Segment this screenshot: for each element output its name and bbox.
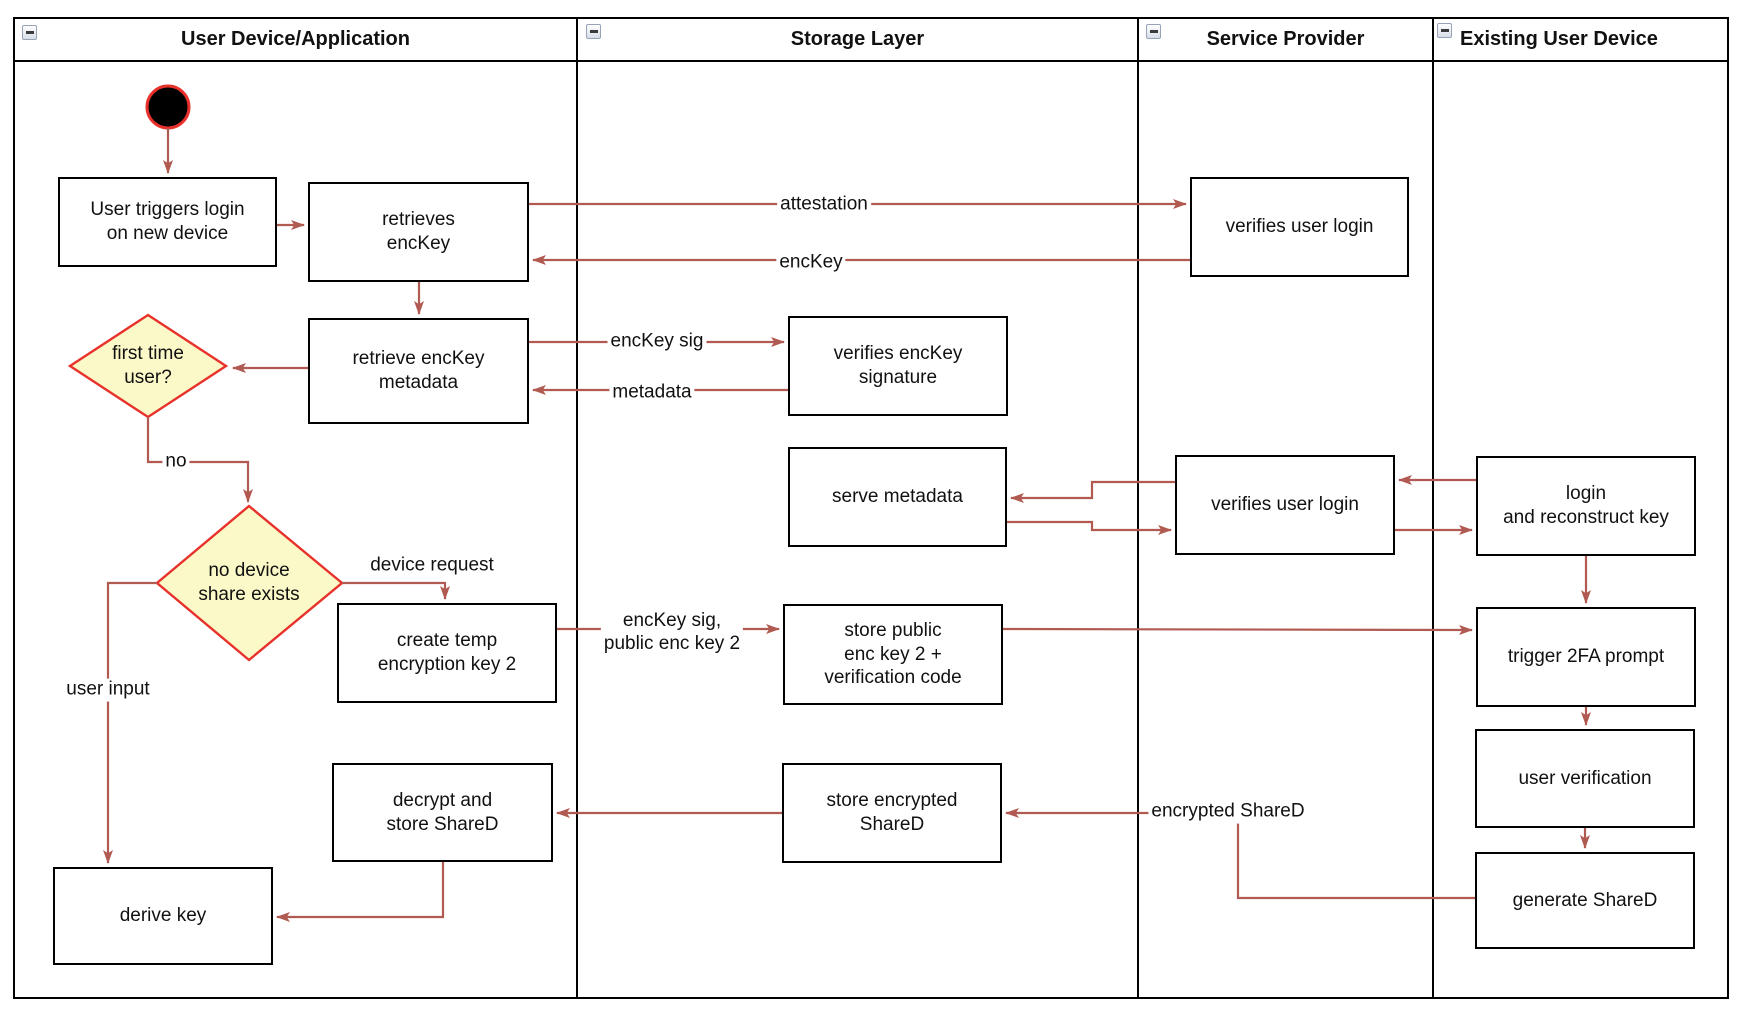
edge-serve-to-verifies — [1007, 520, 1172, 535]
collapse-icon[interactable] — [1146, 24, 1161, 39]
edge-label-enckey[interactable]: encKey — [776, 251, 846, 275]
node-verifies-user-login-top[interactable]: verifies user login — [1190, 177, 1409, 277]
pool-frame — [13, 17, 1729, 999]
node-user-verification[interactable]: user verification — [1475, 729, 1695, 828]
edge-label-metadata[interactable]: metadata — [609, 381, 695, 405]
node-trigger-2fa[interactable]: trigger 2FA prompt — [1476, 607, 1696, 707]
edge-user-input — [103, 581, 157, 864]
node-login-and-reconstruct[interactable]: login and reconstruct key — [1476, 456, 1696, 556]
node-generate-shared[interactable]: generate ShareD — [1475, 852, 1695, 949]
node-create-temp-key[interactable]: create temp encryption key 2 — [337, 603, 557, 703]
node-user-triggers-login[interactable]: User triggers login on new device — [58, 177, 277, 267]
edge-label-enckey-sig-public[interactable]: encKey sig, public enc key 2 — [600, 610, 744, 656]
no-device-share-diamond[interactable] — [155, 504, 344, 662]
node-store-encrypted-shared[interactable]: store encrypted ShareD — [782, 763, 1002, 863]
swimlane-header-existing-device[interactable]: Existing User Device — [1460, 28, 1658, 50]
node-decrypt-store-shared[interactable]: decrypt and store ShareD — [332, 763, 553, 862]
node-serve-metadata[interactable]: serve metadata — [788, 447, 1007, 547]
node-retrieve-enckey-metadata[interactable]: retrieve encKey metadata — [308, 318, 529, 424]
edge-verifies-to-serve — [1010, 480, 1175, 503]
collapse-icon[interactable] — [586, 24, 601, 39]
collapse-icon[interactable] — [22, 25, 37, 40]
edge-encrypted-shared — [1005, 808, 1475, 900]
edge-device-request — [342, 581, 450, 600]
swimlane-header-service-provider[interactable]: Service Provider — [1206, 28, 1365, 50]
node-verifies-user-login-mid[interactable]: verifies user login — [1175, 455, 1395, 555]
edge-label-no[interactable]: no — [162, 450, 190, 474]
swimlane-header-storage-layer[interactable]: Storage Layer — [790, 28, 925, 50]
start-node[interactable] — [145, 84, 191, 130]
edge-label-user-input[interactable]: user input — [63, 678, 153, 702]
node-derive-key[interactable]: derive key — [53, 867, 273, 965]
edge-label-enckey-sig[interactable]: encKey sig — [607, 330, 707, 354]
edge-label-attestation[interactable]: attestation — [777, 193, 871, 217]
edge-storepublic-to-2fa — [1002, 624, 1473, 635]
edge-decrypt-to-derive — [276, 862, 445, 922]
edge-no-branch — [146, 417, 253, 503]
edge-label-encrypted-shared[interactable]: encrypted ShareD — [1148, 800, 1308, 824]
first-time-user-label[interactable]: first time user? — [112, 343, 184, 388]
node-verifies-enckey-signature[interactable]: verifies encKey signature — [788, 316, 1008, 416]
node-retrieves-enckey[interactable]: retrieves encKey — [308, 182, 529, 282]
swimlane-header-user-device[interactable]: User Device/Application — [181, 28, 410, 50]
edge-label-device-request[interactable]: device request — [367, 554, 497, 578]
node-store-public-key[interactable]: store public enc key 2 + verification co… — [783, 604, 1003, 705]
collapse-icon[interactable] — [1437, 23, 1452, 38]
no-device-share-label[interactable]: no device share exists — [198, 560, 300, 605]
